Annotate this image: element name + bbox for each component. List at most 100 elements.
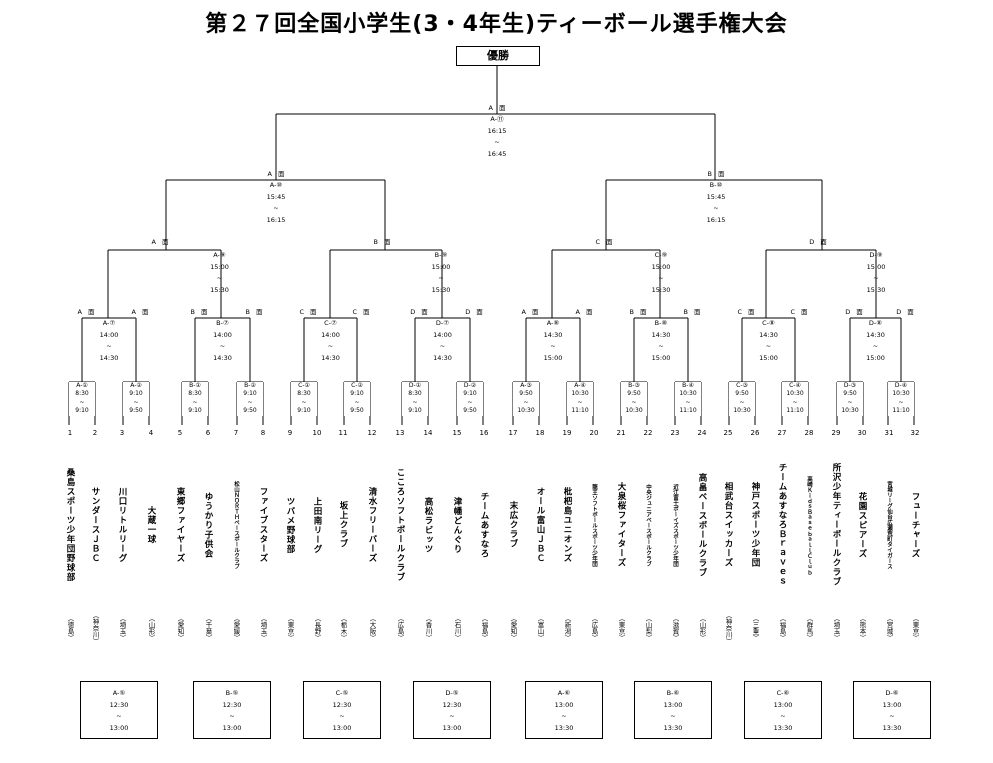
court-letter: A <box>521 308 526 316</box>
match-end: 15:30 <box>431 285 451 294</box>
team-prefecture: （愛知） <box>509 615 517 641</box>
match-id: D-⑦ <box>435 319 450 327</box>
team-number: 26 <box>750 429 760 437</box>
match-tilde: ~ <box>192 398 198 406</box>
team-name: 相武台スイッカーズ <box>723 482 733 568</box>
team-prefecture: （香川） <box>424 615 432 641</box>
team-name: 中央ジュニアベースボールクラブ <box>645 483 651 567</box>
match-tilde: ~ <box>872 342 879 350</box>
court-suffix: 面 <box>310 308 317 316</box>
match-tilde: ~ <box>898 398 904 406</box>
match-end: 14:30 <box>99 353 119 362</box>
match-tilde: ~ <box>116 712 122 720</box>
match-start: 14:00 <box>321 330 340 339</box>
court-suffix: 面 <box>87 308 95 316</box>
match-id: A-⑦ <box>102 319 116 327</box>
match-end: 13:00 <box>332 723 352 732</box>
team-name: サンダースＪＢＣ <box>90 487 100 563</box>
match-start: 15:00 <box>431 262 451 271</box>
court-letter: A <box>77 308 82 316</box>
match-id: C-② <box>351 382 363 389</box>
team-number: 17 <box>508 429 518 437</box>
court-letter: A <box>131 308 136 316</box>
team-number: 11 <box>338 429 348 437</box>
team-name: 松山ＮＯＲＴＨベースボールクラブ <box>233 481 239 569</box>
team-prefecture: （熊本） <box>858 615 866 641</box>
match-end: 16:15 <box>266 215 286 224</box>
team-number: 1 <box>67 429 73 437</box>
match-id: B-⑦ <box>216 319 229 327</box>
court-letter: D <box>845 308 851 316</box>
match-end: 13:30 <box>663 723 683 732</box>
match-end: 14:30 <box>433 353 452 362</box>
match-start: 10:30 <box>571 390 589 398</box>
match-end: 9:10 <box>297 407 311 415</box>
team-prefecture: （東京） <box>911 615 919 641</box>
match-start: 8:30 <box>75 390 89 398</box>
court-suffix: 面 <box>161 238 169 246</box>
match-end: 16:45 <box>487 149 507 158</box>
team-prefecture: （群馬） <box>805 615 813 641</box>
team-name: 神戸スポーツ少年団 <box>750 482 760 568</box>
team-prefecture: （千葉） <box>204 615 212 641</box>
court-suffix: 面 <box>498 104 506 112</box>
match-id: D-② <box>463 382 477 389</box>
team-name: 宮城リーグ仙台広瀬荒町タイガース <box>886 481 892 569</box>
match-start: 8:30 <box>297 390 311 398</box>
court-suffix: 面 <box>585 308 593 316</box>
match-id: A-⑩ <box>269 181 283 189</box>
court-letter: D <box>809 238 815 246</box>
match-id: C-⑧ <box>762 319 775 327</box>
court-suffix: 面 <box>476 308 483 316</box>
match-id: D-③ <box>843 382 857 389</box>
team-prefecture: （福島） <box>778 615 786 641</box>
team-number: 28 <box>804 429 814 437</box>
match-id: A-② <box>130 382 142 389</box>
match-start: 16:15 <box>487 126 507 135</box>
match-tilde: ~ <box>219 342 226 350</box>
team-number: 29 <box>831 429 841 437</box>
match-tilde: ~ <box>873 274 879 282</box>
match-end: 10:30 <box>841 407 859 415</box>
match-end: 15:30 <box>651 285 671 294</box>
team-number: 2 <box>92 429 98 437</box>
match-id: B-① <box>189 382 201 389</box>
match-end: 14:30 <box>213 353 232 362</box>
team-prefecture: （徳島） <box>66 615 74 641</box>
court-suffix: 面 <box>856 308 863 316</box>
court-letter: D <box>410 308 416 316</box>
court-suffix: 面 <box>693 308 701 316</box>
match-start: 10:30 <box>679 390 697 398</box>
match-id: B-⑤ <box>225 689 239 697</box>
match-start: 15:00 <box>210 262 229 271</box>
match-end: 13:30 <box>882 723 902 732</box>
team-number: 19 <box>562 429 572 437</box>
match-tilde: ~ <box>301 398 307 406</box>
match-id: C-③ <box>736 382 748 389</box>
match-id: B-⑩ <box>709 181 723 189</box>
match-id: A-⑪ <box>490 115 504 123</box>
court-letter: B <box>707 170 712 178</box>
